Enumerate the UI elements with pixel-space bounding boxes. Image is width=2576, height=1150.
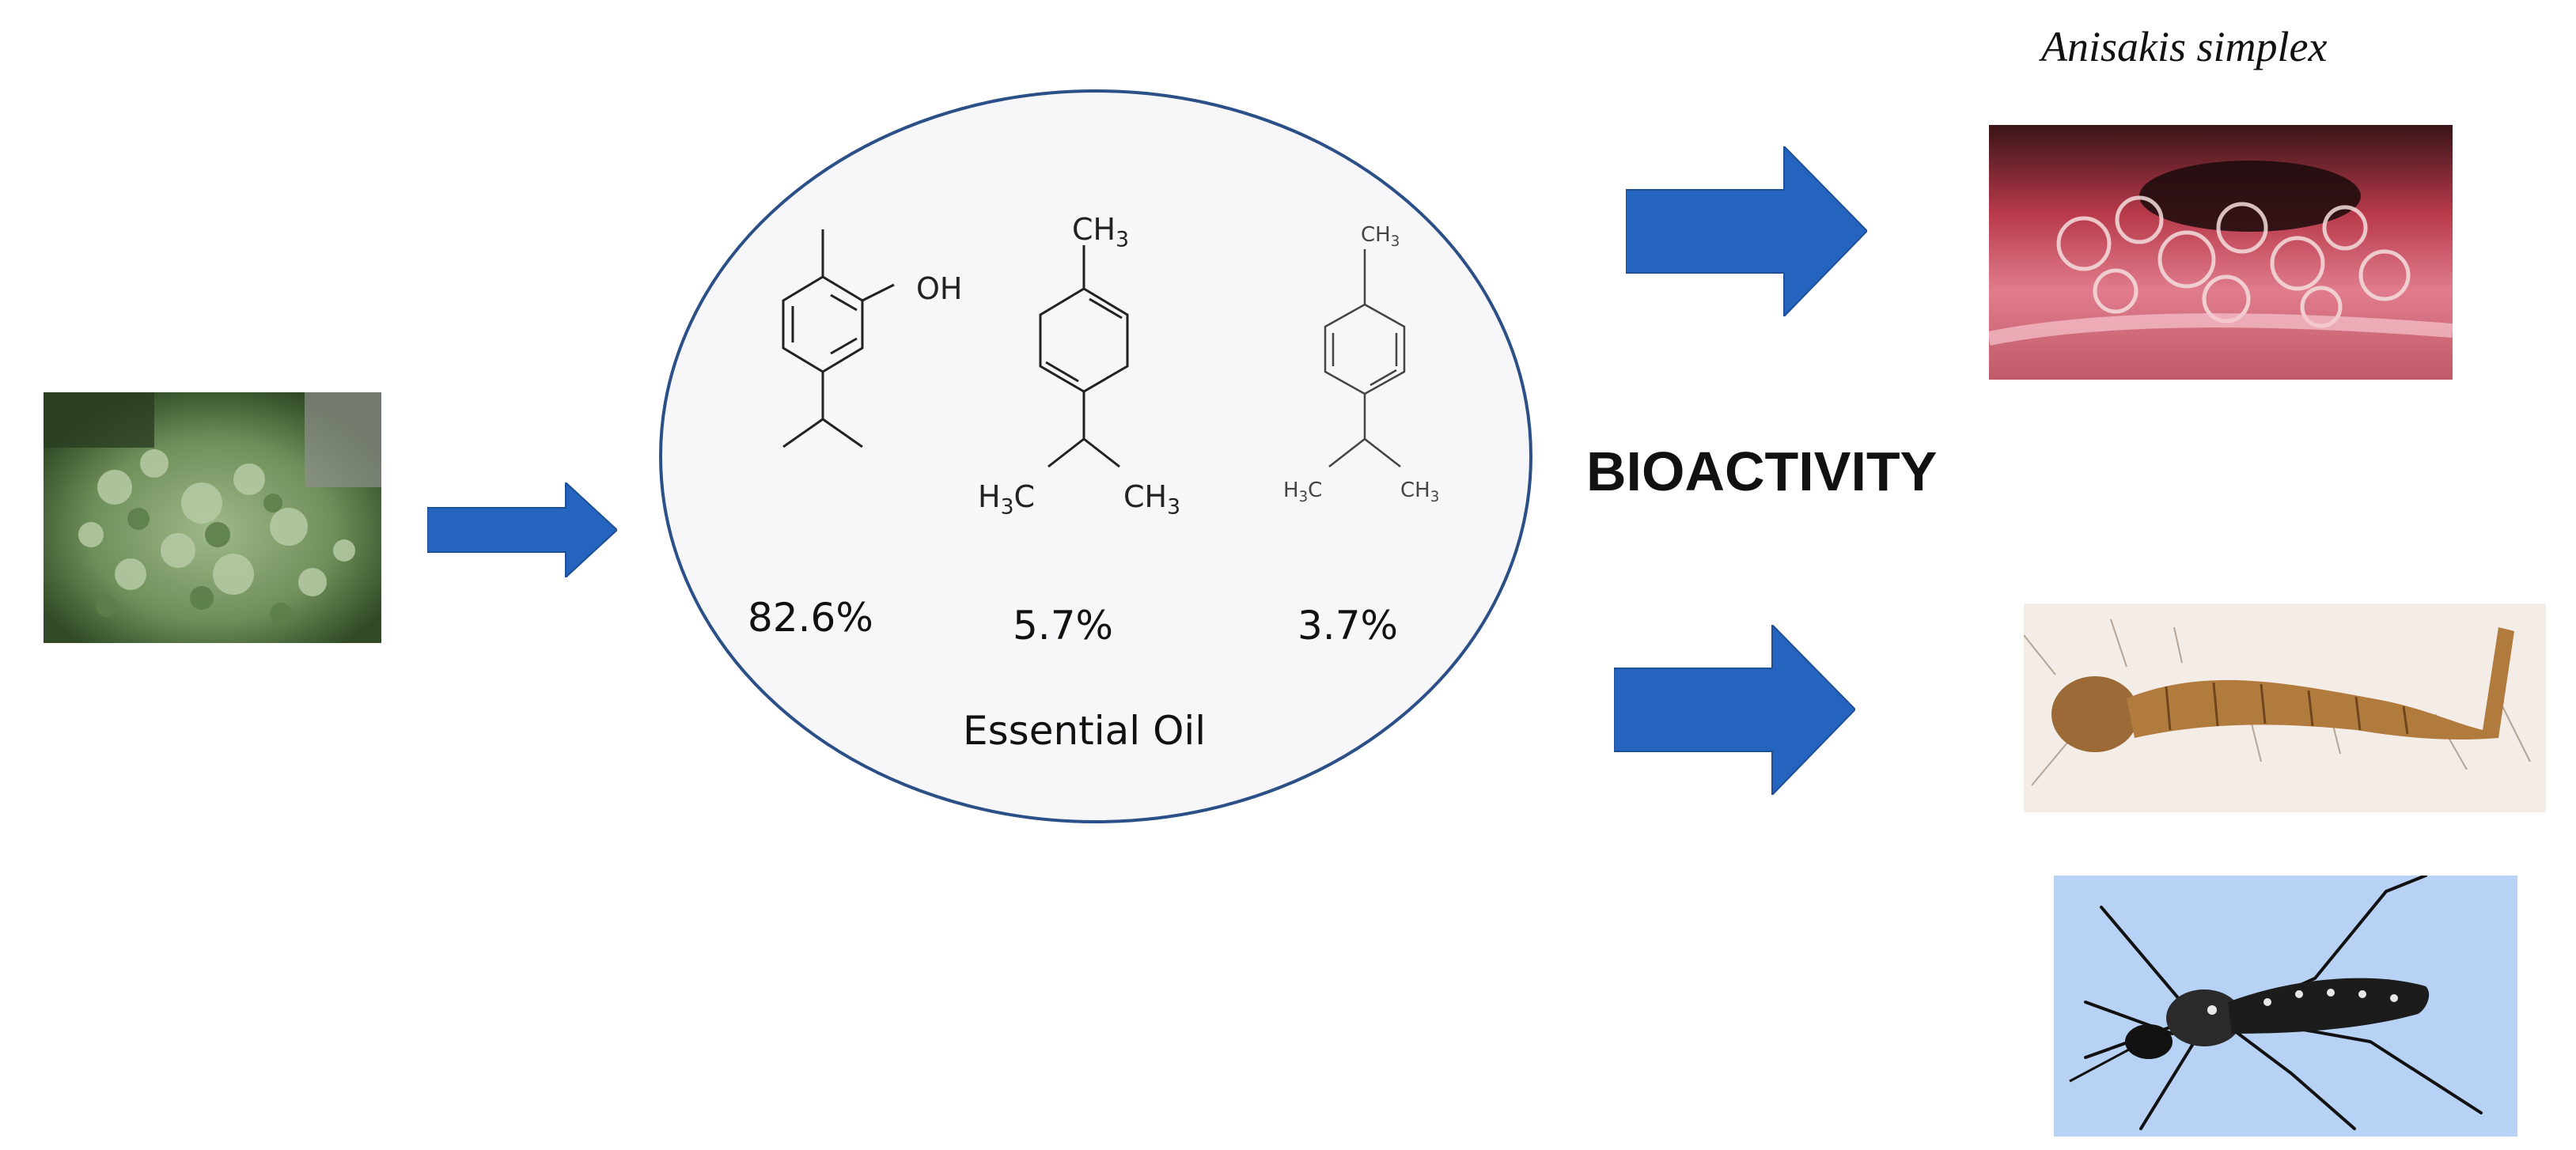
mosquito-larva-photo <box>2024 603 2546 812</box>
methyl-top-label-2: CH3 <box>1072 212 1130 252</box>
essential-oil-label: Essential Oil <box>963 708 1207 754</box>
carvacrol-structure <box>782 229 895 448</box>
p-cymene-structure <box>1324 249 1406 467</box>
methyl-right-label-2: CH3 <box>1123 479 1181 520</box>
nematode-photo <box>1989 125 2453 380</box>
methyl-left-label-3: H3C <box>1283 479 1323 506</box>
arrow-right-icon <box>1614 625 1855 795</box>
percentage-gamma-terpinene: 5.7% <box>1013 603 1114 649</box>
hydroxyl-label: OH <box>916 271 963 306</box>
arrow-right-icon <box>1626 146 1867 316</box>
methyl-left-label-2: H3C <box>978 479 1036 520</box>
percentage-p-cymene: 3.7% <box>1297 603 1399 649</box>
nematode-illustration <box>1989 125 2453 380</box>
arrow-right-icon <box>427 482 617 577</box>
larva-illustration <box>2024 603 2546 812</box>
mosquito-illustration <box>2054 876 2517 1137</box>
percentage-carvacrol: 82.6% <box>748 595 873 641</box>
mosquito-photo <box>2054 876 2517 1137</box>
gamma-terpinene-structure <box>1039 245 1129 468</box>
essential-oil-ellipse <box>659 89 1532 823</box>
methyl-top-label-3: CH3 <box>1361 223 1400 251</box>
plant-photo <box>44 392 381 643</box>
bioactivity-label: BIOACTIVITY <box>1586 441 1938 502</box>
species-title: Anisakis simplex <box>2041 23 2328 70</box>
plant-illustration <box>44 392 381 643</box>
methyl-right-label-3: CH3 <box>1400 479 1440 506</box>
